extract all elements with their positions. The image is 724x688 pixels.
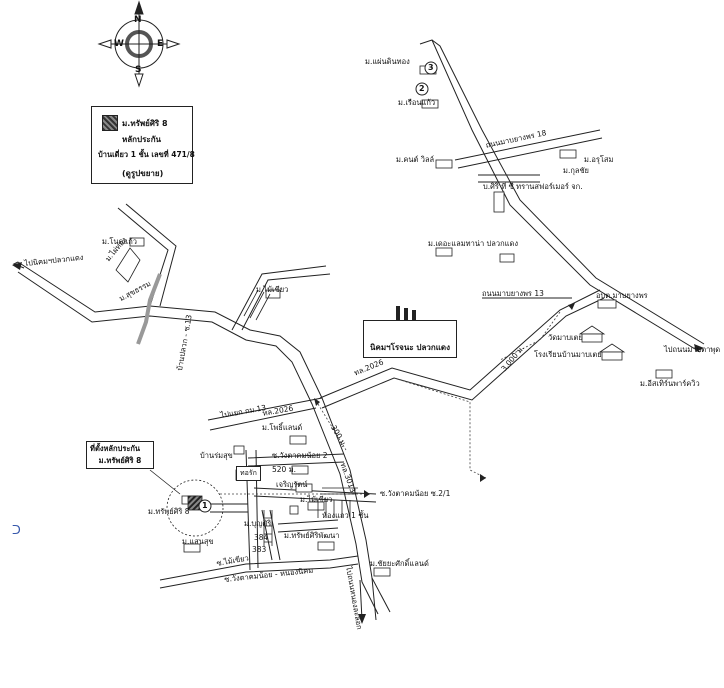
soi-wat-main	[159, 555, 359, 589]
road-2026-e-a	[319, 289, 601, 399]
place-mu-sap-siri-8: ม.ทรัพย์ศิริ 8	[148, 507, 190, 516]
place-phochai-land: ม.โพธิ์แลนด์	[262, 423, 303, 432]
collateral-circle	[166, 479, 224, 537]
factory-box: นิคมฯโรจนะ ปลวกแดง	[363, 320, 457, 358]
place-choknam: ม.ทรัพย์ศิริพัฒนา	[284, 531, 340, 540]
road-to-mab-ta-phut: ไปถนนมาบตาพุด	[664, 345, 721, 354]
marker-3: 3	[428, 63, 434, 72]
legend-building: บ้านเดี่ยว 1 ชั้น เลขที่ 471/8	[98, 150, 195, 159]
place-arun-lom: ม.อรุโสม	[584, 155, 614, 164]
legend-box: ม.ทรัพย์ศิริ 8 หลักประกัน บ้านเดี่ยว 1 ช…	[91, 106, 195, 184]
place-wat-mab-tei: วัดมาบเตย	[548, 333, 583, 342]
road-main-ne-outer	[419, 39, 701, 353]
road-18	[454, 129, 603, 169]
place-ruen-kaew: ม.เรือนแก้ว	[398, 98, 436, 107]
no-383: 383	[252, 545, 267, 554]
soi-wat21	[253, 487, 377, 503]
soi-wat2	[247, 453, 345, 467]
factory-label: นิคมฯโรจนะ ปลวกแดง	[370, 343, 450, 352]
place-saensuk: ม.แสนสุข	[182, 537, 214, 546]
road-main-ne-inner	[431, 39, 705, 345]
stream	[136, 273, 162, 345]
collateral-location-line1: ที่ตั้งหลักประกัน	[90, 444, 141, 453]
place-baan-din-thong: ม.แผ่นดินทอง	[365, 57, 410, 66]
place-nong-kaew: ม.โนดแก้ว	[102, 237, 137, 246]
soi-wat2-label: ซ.วังตาคมน้อย 2	[272, 451, 328, 460]
legend-project: ม.ทรัพย์ศิริ 8	[122, 119, 168, 128]
place-cgc: บ.ศิริ ที ซี ทรานสฟอร์เมอร์ จก.	[483, 182, 583, 191]
place-sabai-chai: ม.ไม้เขียว	[300, 495, 333, 504]
pen-mark: ᑐ	[12, 523, 21, 537]
compass-e: E	[157, 39, 164, 49]
legend-collateral: หลักประกัน	[122, 135, 162, 144]
place-sao-house: เจริญรัตน์	[276, 480, 308, 489]
place-kulchai: ม.กุลชัย	[563, 166, 589, 175]
marker-2: 2	[419, 84, 425, 93]
legend-hatch-swatch	[102, 115, 118, 131]
place-salakam: ม.ชัยยะศักดิ์แลนด์	[370, 559, 429, 568]
legend-see-photo: (ดูรูปขยาย)	[122, 169, 164, 178]
no-384: 384	[254, 533, 269, 542]
compass-w: W	[114, 39, 124, 49]
collateral-location-line2: ม.ทรัพย์ศิริ 8	[98, 456, 142, 465]
compass-icon	[97, 0, 181, 88]
road-west-outer	[17, 261, 391, 613]
place-laemthong: ม.เดอะแลมทาน่า ปลวกแดง	[428, 239, 519, 248]
place-chai-mong: ม.ไม้เขียว	[256, 285, 289, 294]
cgc-building	[493, 191, 505, 213]
dist-520: 520 ม.	[272, 465, 297, 474]
place-emsub: ม.อีสเทิร์นพาร์ควิว	[640, 379, 700, 388]
road-13-label: ถนนมาบยางพร 13	[482, 289, 544, 298]
road-2026-e-b	[321, 297, 605, 409]
road-west-inner	[17, 271, 379, 615]
compass-n: N	[134, 15, 142, 25]
place-boonsri: ม.บุญศิริ	[244, 519, 272, 528]
collateral-location-box: ที่ตั้งหลักประกัน ม.ทรัพย์ศิริ 8	[86, 441, 154, 469]
thaya-box: ทอรัก	[236, 466, 261, 481]
place-ban-rom-suk: บ้านร่มสุข	[200, 451, 233, 460]
place-kong-ngern: ห้องแถว 1 ชั้น	[322, 511, 369, 520]
compass-s: S	[135, 65, 142, 75]
place-obt: อบต.มาบยางพร	[596, 291, 648, 300]
place-school-mab-tei: โรงเรียนบ้านมาบเตย	[534, 350, 602, 359]
marker-1: 1	[202, 501, 208, 510]
place-khon-wil: ม.คนต์ วิลล์	[396, 155, 435, 164]
soi-wat21-label: ซ.วังตาคมน้อย ซ.2/1	[380, 489, 451, 498]
